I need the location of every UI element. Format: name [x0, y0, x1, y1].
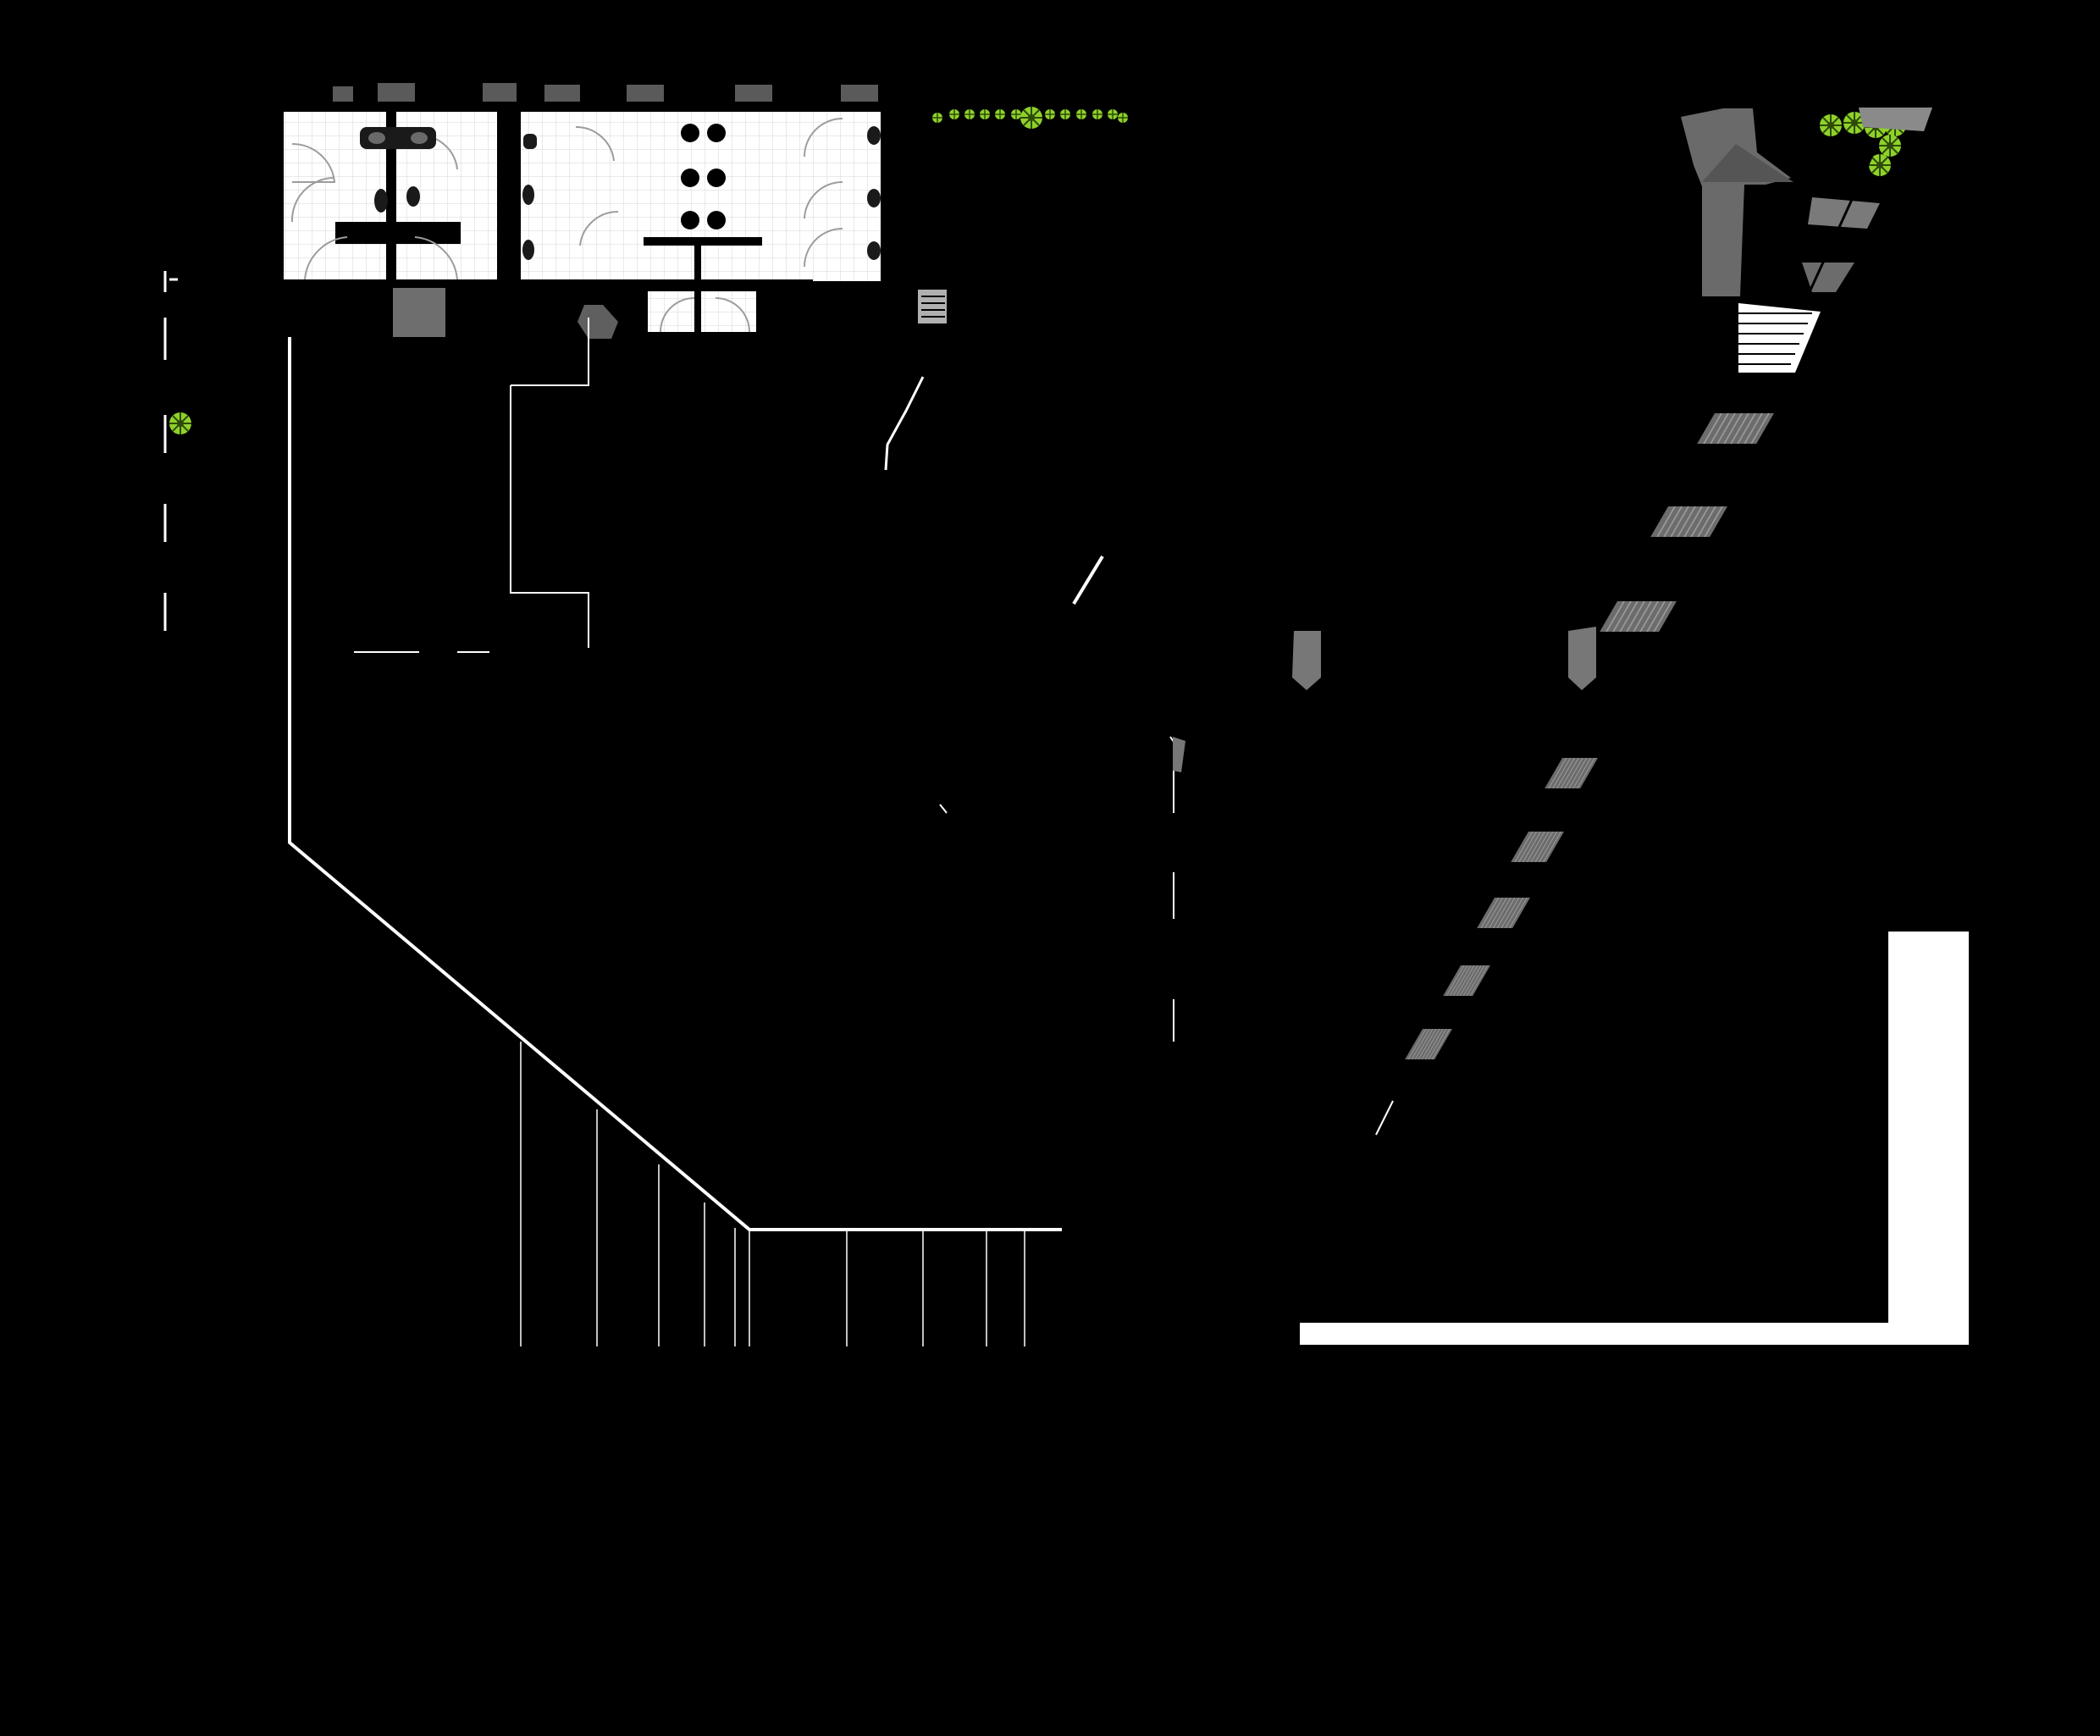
window-sill-stubs: [333, 83, 878, 102]
stair-icon: [918, 290, 947, 323]
grid-lines-bottom: [520, 1042, 1025, 1346]
corner-amenity: [1681, 108, 1932, 373]
entry-planter-box: [393, 288, 445, 337]
left-facade-marks: [163, 271, 178, 631]
site-boundary-l-shape: [1300, 932, 1969, 1345]
curtain-wall-segments: [884, 376, 1180, 814]
entry-kiosk: [578, 305, 618, 339]
main-hall-outline: [288, 337, 1062, 1231]
diagonal-seating: [1375, 412, 1776, 1136]
bollard-posts: [1173, 627, 1596, 772]
door-swing-icon: [290, 118, 843, 333]
column-icon: [681, 124, 726, 229]
toilet-icon: [374, 126, 881, 260]
vanity: [360, 127, 436, 149]
restroom-block: [271, 83, 947, 339]
interior-partitions: [354, 318, 1174, 1042]
stair-icon: [1738, 303, 1821, 373]
